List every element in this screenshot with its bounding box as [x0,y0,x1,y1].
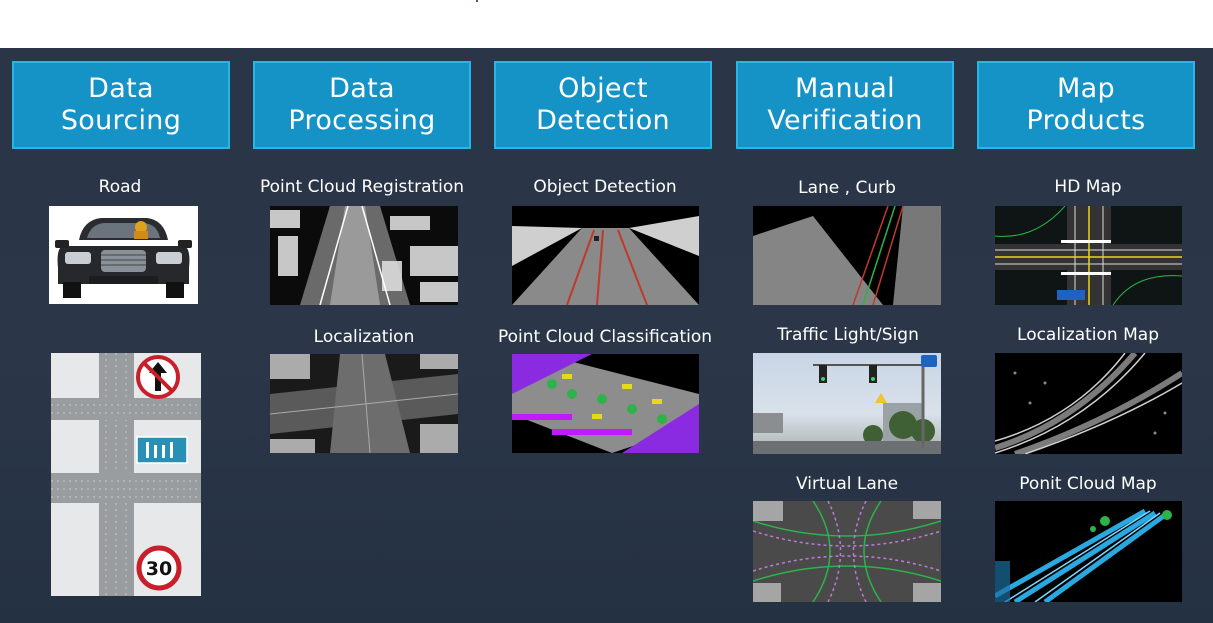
speed-limit-label: 30 [146,558,172,580]
lane-curb-image [753,206,941,305]
caption-virtual-lane: Virtual Lane [795,474,899,494]
hd-map-image [995,206,1182,305]
top-white-bar [0,0,1213,48]
virtual-lane-image [753,501,941,602]
pipeline-slide: Data Sourcing Data Processing Object Det… [0,48,1213,623]
point-cloud-classification-image [512,354,699,453]
caption-road: Road [98,177,142,197]
point-cloud-map-image [995,501,1182,602]
header-map-products: Map Products [977,61,1195,149]
caption-point-cloud-registration: Point Cloud Registration [259,177,465,197]
point-cloud-registration-image [270,206,458,305]
header-label: Data Processing [288,73,436,136]
caption-localization-map: Localization Map [1017,325,1159,345]
header-label: Map Products [1026,73,1146,136]
caption-object-detection: Object Detection [533,177,677,197]
header-object-detection: Object Detection [494,61,712,149]
caption-localization: Localization [313,327,415,347]
caption-traffic-light-sign: Traffic Light/Sign [777,325,919,345]
caption-hd-map: HD Map [1054,177,1122,197]
localization-image [270,354,458,453]
localization-map-image [995,353,1182,454]
traffic-light-sign-image [753,353,941,454]
caption-point-cloud-map: Ponit Cloud Map [1019,474,1157,494]
header-manual-verification: Manual Verification [736,61,954,149]
header-data-sourcing: Data Sourcing [12,61,230,149]
header-data-processing: Data Processing [253,61,471,149]
object-detection-image [512,206,699,305]
header-label: Object Detection [536,73,670,136]
caption-point-cloud-classification: Point Cloud Classification [497,327,713,347]
top-dot [476,0,478,2]
header-label: Data Sourcing [60,73,182,136]
header-label: Manual Verification [767,73,923,136]
car-image [49,206,198,304]
caption-lane-curb: Lane , Curb [798,178,896,198]
road-signs-image: 30 [51,353,201,596]
